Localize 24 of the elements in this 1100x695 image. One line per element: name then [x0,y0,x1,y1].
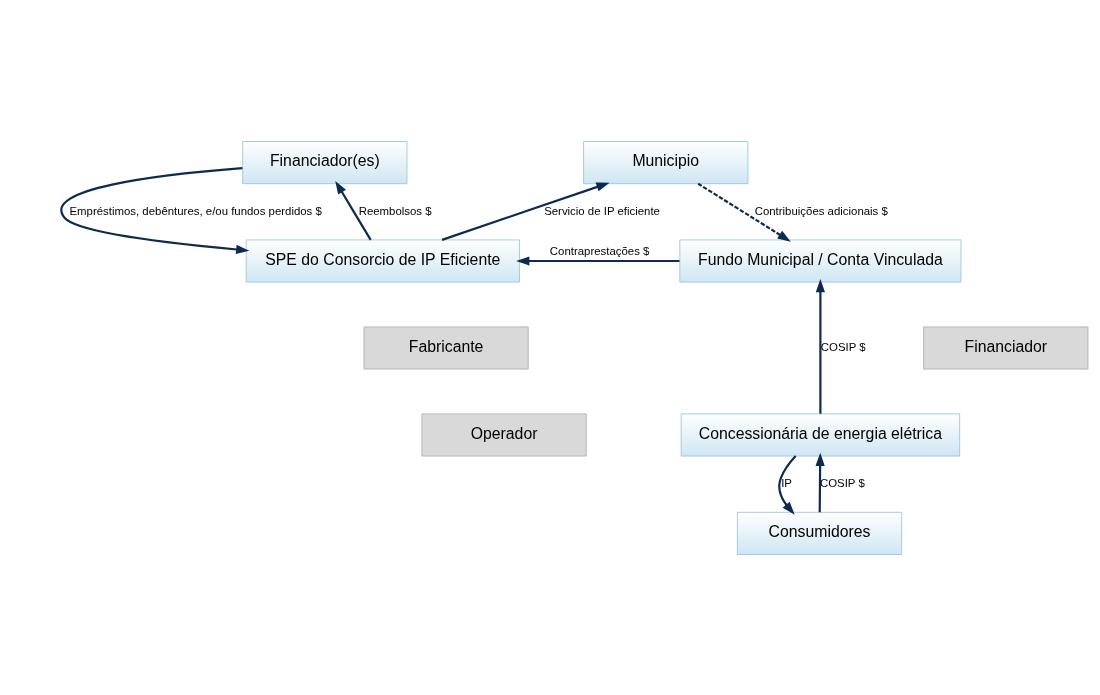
node-box: Financiador(es) [242,140,408,184]
node-box: Operador [421,412,587,456]
node-box: Financiador [923,325,1089,370]
arrow [815,278,825,414]
edge-label: Servicio de IP eficiente [544,204,660,217]
arrow [335,180,372,240]
node-box: Fundo Municipal / Conta Vinculada [679,239,962,283]
arrow [516,255,680,266]
edge-label: Empréstimos, debêntures, e/ou fundos perdidos $ [69,204,322,217]
arrow [60,166,250,254]
arrow [778,454,797,515]
node-box: Municipio [583,140,749,184]
node-box: Fabricante [363,325,529,370]
node-box: Consumidores [736,511,903,555]
arrow [815,452,825,512]
arrow [697,182,791,242]
edge-label: IP [781,476,792,489]
edge-label: Contraprestações $ [549,244,650,257]
node-box: SPE do Consorcio de IP Eficiente [245,239,520,283]
arrow [441,182,610,241]
edge-label: Reembolsos $ [358,204,432,217]
edge-label: Contribuições adicionais $ [754,204,888,217]
edge-label: COSIP $ [820,340,866,353]
node-box: Concessionária de energia elétrica [680,412,961,456]
